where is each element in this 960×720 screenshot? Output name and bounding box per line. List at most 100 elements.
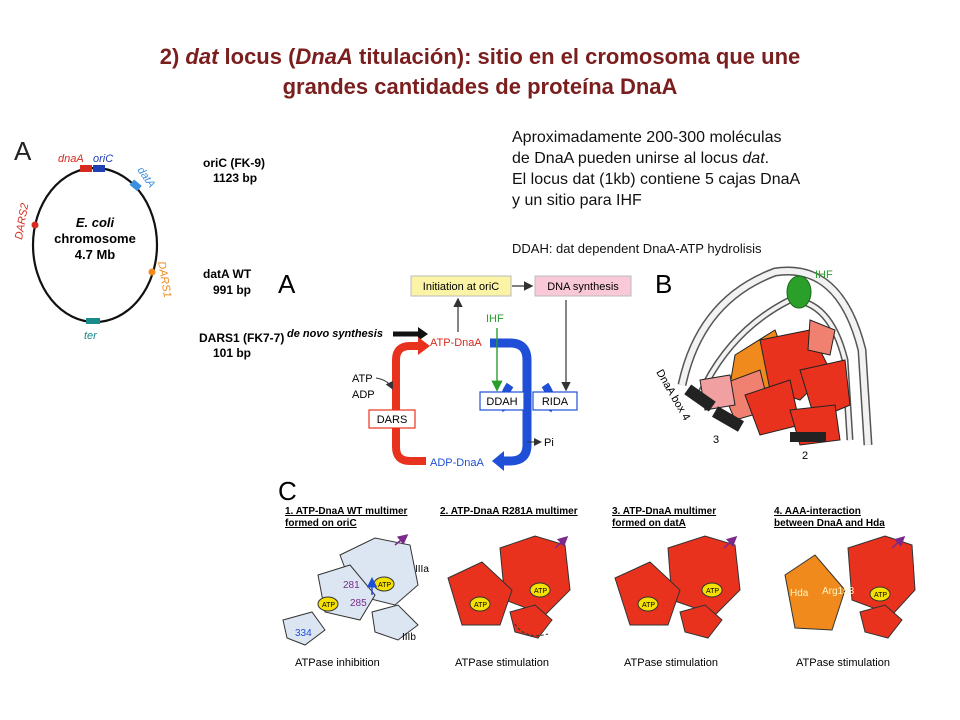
subpanel-2-shape-2 [447, 561, 513, 626]
subpanel-2-atp-label-1: ATP [534, 588, 547, 595]
subpanel-3-subtitle: formed on datA [612, 518, 686, 529]
subpanel-1-atp-2 [317, 596, 339, 612]
oriC-marker [93, 165, 105, 172]
rida-box [532, 391, 578, 411]
subpanel-4: 4. AAA-interaction between DnaA and Hda … [774, 506, 916, 669]
chromosome-label-3: 4.7 Mb [75, 247, 116, 262]
dnaa-cycle-panel: A Initiation at oriC DNA synthesis de no… [278, 269, 632, 471]
iiib-label: IIIb [402, 632, 416, 643]
subpanel-2-atp-label-2: ATP [474, 602, 487, 609]
oriC-locus-size: 1123 bp [213, 171, 257, 185]
subpanel-1-atp-label-2: ATP [322, 602, 335, 609]
ihf-label-b: IHF [815, 269, 833, 281]
panel-letter-c: C [278, 476, 297, 506]
DARS1-locus-size: 101 bp [213, 346, 251, 360]
atp-dnaa-label: ATP-DnaA [430, 337, 482, 349]
atp-arrow [375, 377, 393, 390]
panel-letter-a2: A [278, 269, 296, 299]
subpanel-4-atp [869, 586, 891, 602]
box-2-label: 2 [802, 450, 808, 462]
subpanel-1-subtitle: formed on oriC [285, 518, 357, 529]
red-cycle-arrow [392, 342, 426, 465]
adp-label-a: ADP [352, 389, 375, 401]
de-novo-label: de novo synthesis [287, 328, 383, 340]
hda-label: Hda [790, 588, 809, 599]
subpanel-1-title: 1. ATP-DnaA WT multimer [285, 506, 408, 517]
data-complex-panel: B IHF DnaA box 4 3 2 [653, 266, 873, 462]
DARS1-marker [148, 268, 156, 276]
subpanel-2: 2. ATP-DnaA R281A multimer ATP ATP ATPas… [440, 506, 578, 669]
slide-title: 2) dat locus (DnaA titulación): sitio en… [159, 44, 801, 99]
dnaA-marker [80, 165, 92, 172]
ddah-label: DDAH [486, 396, 517, 408]
subpanel-1-arrow-1 [394, 534, 409, 546]
dnaa-box-2 [790, 432, 826, 442]
subpanel-4-shape-2 [859, 604, 903, 639]
dna-loop-outer-fill [679, 268, 871, 446]
de-novo-arrowhead [418, 327, 428, 341]
ter-label: ter [84, 330, 98, 342]
subpanel-3-shape-1 [667, 535, 741, 616]
atpase-panel: C 1. ATP-DnaA WT multimer formed on oriC… [278, 476, 916, 669]
subpanel-2-title: 2. ATP-DnaA R281A multimer [440, 506, 578, 517]
rida-label: RIDA [542, 396, 569, 408]
chromosome-label-2: chromosome [54, 231, 136, 246]
subpanel-3-arrow [723, 535, 738, 549]
subpanel-1-caption: ATPase inhibition [295, 657, 380, 669]
subpanel-4-caption: ATPase stimulation [796, 657, 890, 669]
subpanel-4-title: 4. AAA-interaction [774, 506, 861, 517]
subpanel-3-shape-2 [614, 561, 681, 626]
subpanel-1-shape-4 [282, 611, 326, 646]
subpanel-2-shape-1 [499, 535, 571, 616]
subpanel-1: 1. ATP-DnaA WT multimer formed on oriC A… [282, 506, 429, 669]
blue-cycle-arrow [490, 338, 532, 466]
datA-locus-name: datA WT [203, 267, 252, 281]
atp-label-a: ATP [352, 373, 373, 385]
subpanel-3-atp-label-2: ATP [642, 602, 655, 609]
iiia-label: IIIa [415, 564, 429, 575]
subpanel-2-caption: ATPase stimulation [455, 657, 549, 669]
datA-locus-size: 991 bp [213, 283, 251, 297]
arg153-label: Arg153 [822, 586, 855, 597]
dna-synthesis-box [534, 275, 632, 297]
dnaa-box-4 [684, 384, 716, 412]
ddah-definition: DDAH: dat dependent DnaA-ATP hydrolisis [512, 241, 762, 256]
dars-label: DARS [377, 414, 408, 426]
oriC-label: oriC [93, 153, 113, 165]
panel-letter-a1: A [14, 136, 32, 166]
subpanel-2-atp-1 [529, 582, 551, 598]
protein-blob-8 [807, 319, 836, 356]
dnaa-box-3 [712, 406, 744, 432]
subpanel-3-shape-3 [679, 604, 723, 639]
dars-box [368, 409, 416, 429]
annotation-text: Aproximadamente 200-300 moléculas de Dna… [512, 129, 801, 209]
subpanel-3-title: 3. ATP-DnaA multimer [612, 506, 716, 517]
box-3-label: 3 [713, 434, 719, 446]
subpanel-2-atp-2 [469, 596, 491, 612]
panel-letter-b: B [655, 269, 672, 299]
ter-marker [86, 318, 100, 324]
residue-285-label: 285 [350, 598, 367, 609]
subpanel-4-hda-shape [784, 554, 846, 631]
subpanel-1-atp-label-1: ATP [378, 582, 391, 589]
DARS2-label: DARS2 [13, 202, 31, 240]
dnaA-label: dnaA [58, 153, 84, 165]
subpanel-3: 3. ATP-DnaA multimer formed on datA ATP … [612, 506, 741, 669]
blue-cycle-arrowhead [492, 451, 504, 471]
subpanel-3-atp-2 [637, 596, 659, 612]
datA-marker [129, 179, 142, 192]
subpanel-4-arrow [891, 535, 906, 549]
subpanel-2-dashed-arrow [514, 623, 549, 637]
residue-281-label: 281 [343, 580, 360, 591]
subpanel-4-atp-label: ATP [874, 592, 887, 599]
adp-dnaa-label: ADP-DnaA [430, 457, 484, 469]
ihf-label-a: IHF [486, 313, 504, 325]
initiation-label: Initiation at oriC [423, 281, 499, 293]
residue-334-label: 334 [295, 628, 312, 639]
subpanel-3-atp-label-1: ATP [706, 588, 719, 595]
subpanel-4-subtitle: between DnaA and Hda [774, 518, 885, 529]
DARS2-marker [31, 221, 39, 229]
protein-blob-5 [799, 359, 851, 421]
subpanel-3-caption: ATPase stimulation [624, 657, 718, 669]
